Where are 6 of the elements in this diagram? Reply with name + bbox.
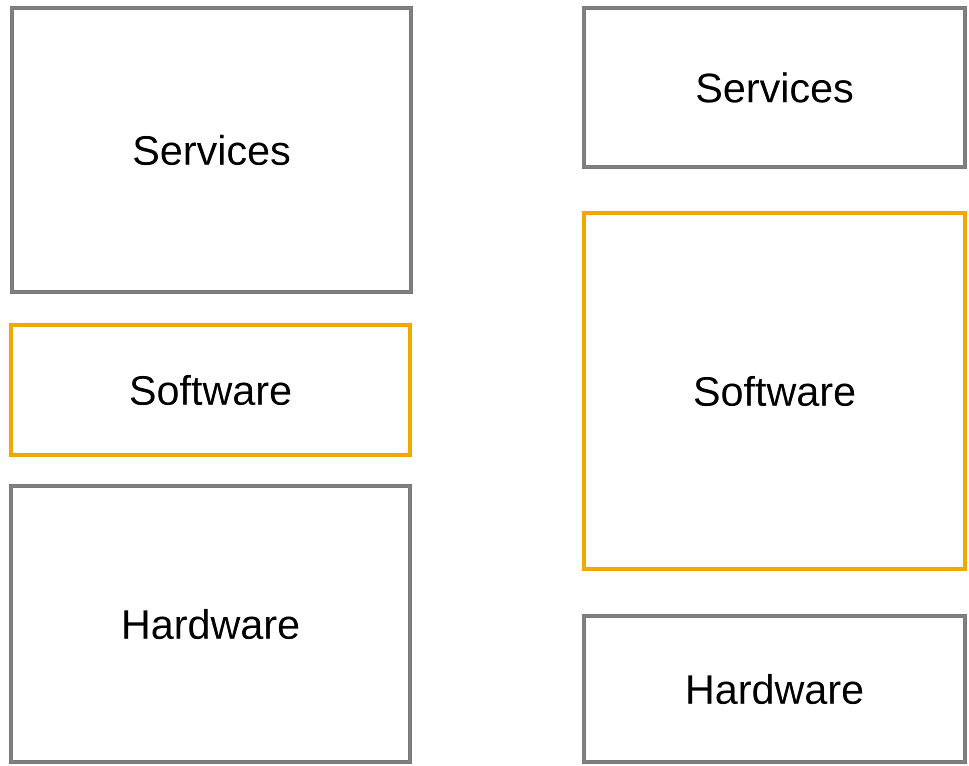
layer-box: Software <box>9 323 412 457</box>
layer-box: Hardware <box>9 484 412 764</box>
layer-box: Services <box>10 6 413 294</box>
layer-box: Software <box>582 211 968 571</box>
layer-box: Services <box>582 6 968 169</box>
layer-box: Hardware <box>582 614 968 764</box>
